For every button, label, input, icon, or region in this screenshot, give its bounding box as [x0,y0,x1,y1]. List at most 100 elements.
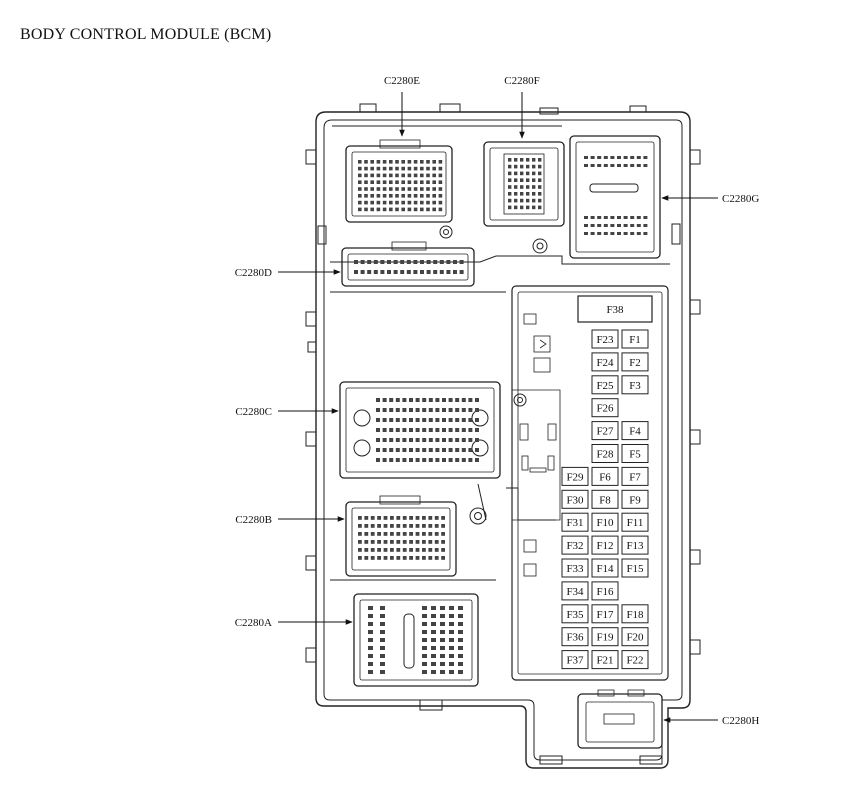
connector-pin [364,187,368,191]
connector-pin [364,194,368,198]
connector-label-c2280a: C2280A [235,617,272,629]
connector-pin [382,458,387,462]
connector-pin [364,207,368,212]
connector-pin [368,630,373,634]
connector-pin [514,164,518,169]
connector-pin [520,158,524,162]
connector-pin [590,216,595,219]
connector-pin [409,458,413,462]
fuse-label: F31 [566,517,583,529]
connector-pin [376,194,381,198]
connector-pin [415,516,420,520]
fuse-label: F1 [629,334,641,346]
connector-pin [610,216,615,219]
connector-label-c2280e: C2280E [384,75,420,87]
fuse-box [591,375,619,395]
connector-pin [409,548,413,552]
connector-pin [395,180,399,184]
connector-pin [603,216,608,219]
connector-pin [461,408,466,412]
connector-pin [432,207,436,212]
connector-pin [461,398,466,402]
connector-pin [458,646,463,650]
connector-pin [434,532,439,536]
connector-pin [395,166,399,171]
connector-pin [468,448,473,452]
connector-pin [538,192,542,196]
connector-pin [368,638,373,642]
connector-pin [415,532,420,536]
connector-pin [475,398,479,402]
connector-pin [428,418,433,422]
connector-pin [442,418,446,422]
connector-pin [389,173,393,178]
connector-pin [439,270,444,274]
fuse-box [561,489,589,509]
fuse-box [591,329,619,349]
connector-pin [393,270,398,274]
connector-pin [426,200,430,205]
connector-pin [448,448,453,452]
mounting-screws [439,225,548,525]
connector-pin [395,194,399,198]
fuse-box [621,558,649,578]
connector-pin [364,173,368,178]
connector-pin [617,164,621,167]
connector-pin [597,232,602,235]
connector-pin [422,532,426,536]
connector-pin [508,171,512,176]
connector-pin [532,205,536,210]
connector-pin [455,408,460,412]
connector-pin [532,185,536,189]
connector-pin [526,164,530,169]
connector-pin [538,205,542,210]
connector-pin [407,173,412,178]
connector-pin [422,438,427,442]
connector-label-c2280d: C2280D [235,267,272,279]
connector-pin [526,198,530,203]
connector-pin [538,178,542,182]
connector-pin [415,556,420,560]
connector-pin [442,458,446,462]
connector-pin [364,160,368,164]
fuse-box [621,489,649,509]
connector-pin [415,408,420,412]
connector-pin [449,606,454,610]
connector-pin [520,164,524,169]
connector-pin [382,207,387,212]
connector-pin [420,160,424,164]
connector-pin [376,408,380,412]
connector-pin [422,418,427,422]
connector-pin [422,428,427,432]
connector-pin [402,548,407,552]
connector-pin [532,198,536,203]
connector-pin [383,524,388,528]
connector-pin [597,156,602,159]
connector-pin [636,164,641,167]
connector-pin [422,448,427,452]
connector-pin [508,185,512,189]
connector-pin [395,418,400,422]
connector-pin [420,187,424,191]
connector-pin [643,224,648,227]
connector-pin [376,428,380,432]
connector-pin [623,156,628,159]
connector-pin [630,156,635,159]
connector-pin [643,164,648,167]
connector-pin [431,662,436,666]
connector-pin [623,232,628,235]
connector-pin [461,448,466,452]
connector-pin [407,187,412,191]
connector-pin [395,173,399,178]
connector-pin [441,556,445,560]
fuse-box [591,421,619,441]
connector-pin [402,532,407,536]
connector-pin [376,187,381,191]
connector-pin [440,654,445,658]
connector-pin [358,194,362,198]
fuse-box [621,650,649,670]
connector-pin [433,270,438,274]
fuse-label: F26 [596,403,614,415]
connector-pin [526,205,530,210]
connector-pin [420,173,424,178]
